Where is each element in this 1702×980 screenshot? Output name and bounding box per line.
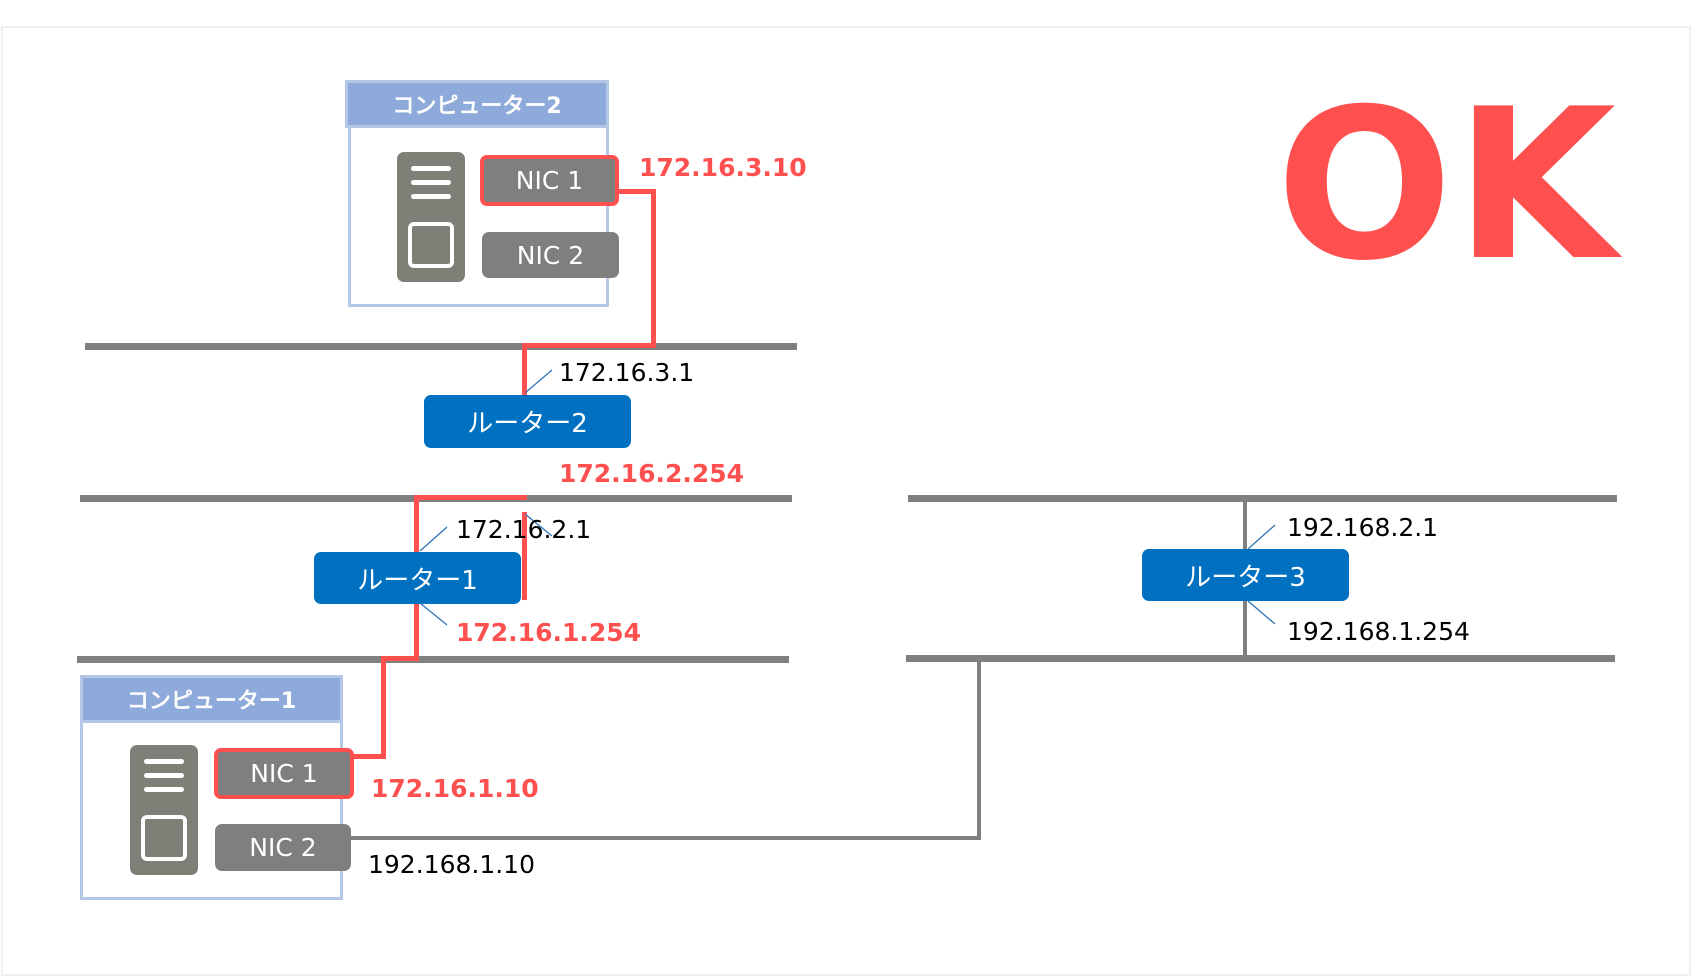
leader-192-168-2-1 xyxy=(1247,524,1276,550)
server-icon xyxy=(397,152,465,282)
router-3[interactable]: ルーター3 xyxy=(1142,549,1349,601)
computer-1-nic2[interactable]: NIC 2 xyxy=(215,824,351,871)
computer-1-body xyxy=(80,718,343,900)
diagram-frame xyxy=(1,26,1691,976)
path-router1-lower xyxy=(414,602,419,661)
computer-2-body xyxy=(348,124,609,307)
leader-172-16-1-254 xyxy=(419,602,448,626)
nic2-uplink-vertical xyxy=(977,660,981,840)
ip-172-16-2-1: 172.16.2.1 xyxy=(456,515,592,544)
network-line-192-168-1 xyxy=(906,655,1615,662)
leader-192-168-1-254 xyxy=(1247,600,1276,625)
ip-172-16-3-10: 172.16.3.10 xyxy=(639,153,807,182)
network-line-192-168-2 xyxy=(908,495,1617,502)
ip-192-168-1-10: 192.168.1.10 xyxy=(368,850,535,879)
leader-172-16-2-1 xyxy=(419,526,448,552)
network-line-172-16-1 xyxy=(77,656,789,663)
computer-1-nic1[interactable]: NIC 1 xyxy=(214,748,354,799)
ip-192-168-1-254: 192.168.1.254 xyxy=(1287,617,1470,646)
network-line-172-16-3 xyxy=(85,343,797,350)
ip-172-16-1-10: 172.16.1.10 xyxy=(371,774,539,803)
computer-2-nic2[interactable]: NIC 2 xyxy=(482,232,619,278)
ip-192-168-2-1: 192.168.2.1 xyxy=(1287,513,1439,542)
ok-status-label: OK xyxy=(1276,65,1618,307)
computer-2-nic1[interactable]: NIC 1 xyxy=(480,155,619,206)
computer-2-title: コンピューター2 xyxy=(345,80,609,128)
path-router2-lower xyxy=(522,512,527,600)
path-router2-upper xyxy=(522,343,527,433)
ip-172-16-1-254: 172.16.1.254 xyxy=(456,618,642,647)
nic2-uplink-horizontal xyxy=(350,836,981,840)
leader-172-16-2-254 xyxy=(524,513,553,537)
path-nic1-pc1-out xyxy=(352,754,386,759)
server-icon xyxy=(130,745,198,875)
leader-172-16-3-1 xyxy=(524,369,553,394)
ip-172-16-3-1: 172.16.3.1 xyxy=(559,358,695,387)
path-pc1-up xyxy=(381,656,386,759)
path-net1-segment xyxy=(381,656,419,661)
computer-1-title: コンピューター1 xyxy=(80,675,343,723)
router-1[interactable]: ルーター1 xyxy=(314,552,521,604)
path-net2-segment xyxy=(414,495,527,500)
ip-172-16-2-254: 172.16.2.254 xyxy=(559,459,745,488)
path-pc2-down xyxy=(651,189,656,347)
router-2[interactable]: ルーター2 xyxy=(424,395,631,448)
path-net3-segment xyxy=(522,343,656,348)
path-router1-upper xyxy=(414,495,419,552)
path-nic1-pc2-out xyxy=(618,189,656,194)
